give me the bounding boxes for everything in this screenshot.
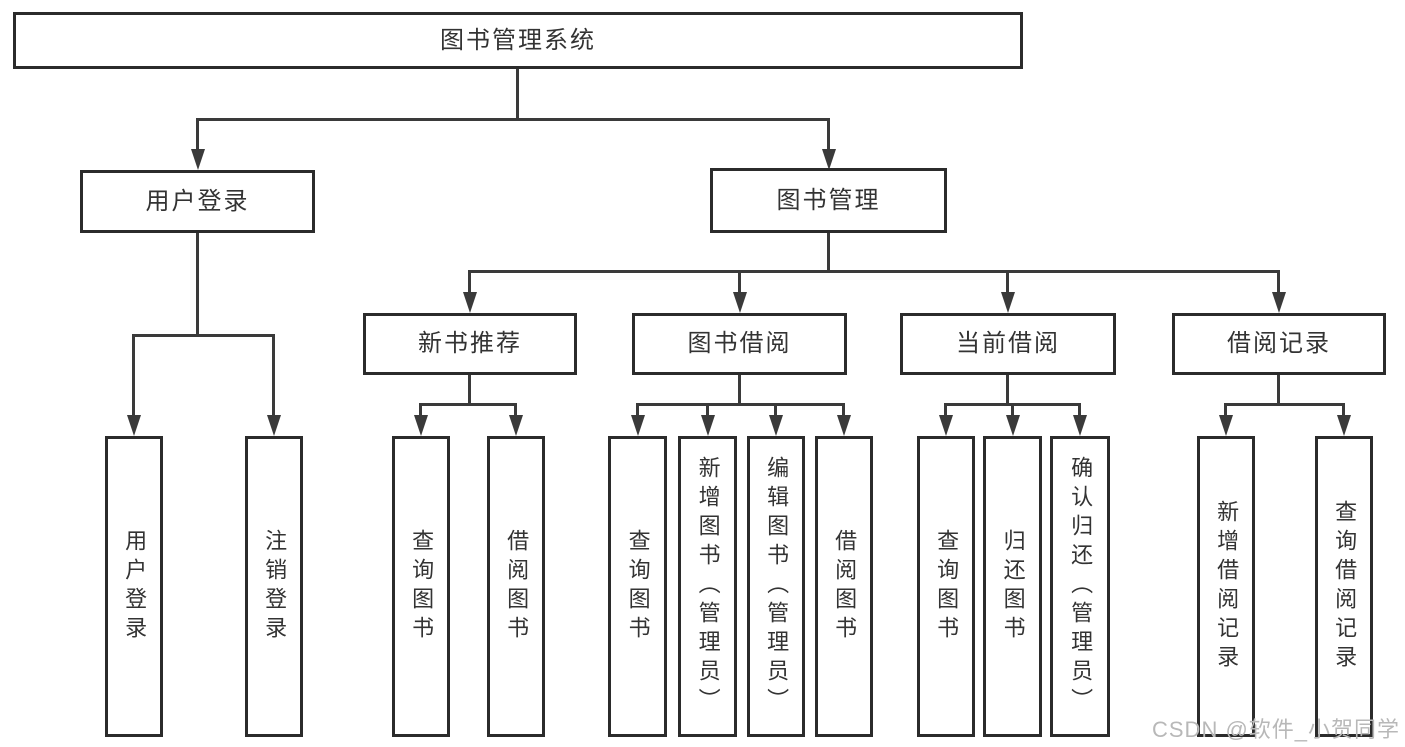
node-label: 图书管理系统 [440, 26, 596, 54]
connector-arrow-leaf [1342, 403, 1345, 415]
node-book-borrowing: 图书借阅 [632, 313, 847, 375]
node-label: 查询图书 [625, 528, 651, 645]
node-label: 编辑图书（管理员） [764, 456, 790, 717]
node-label: 新书推荐 [418, 330, 522, 357]
connector-rail-level2 [196, 118, 830, 121]
connector-stem-current-borrowing [1006, 374, 1009, 406]
connector-arrow-to-user-login [196, 118, 199, 149]
node-label: 当前借阅 [956, 330, 1060, 357]
connector-arrow-leaf [706, 403, 709, 415]
leaf-confirm-return-admin: 确认归还（管理员） [1050, 436, 1110, 737]
node-label: 借阅图书 [832, 528, 858, 645]
connector-arrow-to-book-management [827, 118, 830, 149]
leaf-edit-books-admin: 编辑图书（管理员） [747, 436, 805, 737]
connector-stem-root [516, 68, 519, 121]
node-label: 新增借阅记录 [1214, 499, 1240, 674]
node-label: 查询图书 [409, 528, 435, 645]
leaf-search-borrow-record: 查询借阅记录 [1315, 436, 1373, 737]
connector-stem-borrowing-records [1277, 374, 1280, 406]
connector-arrow-leaf [1011, 403, 1014, 415]
leaf-add-books-admin: 新增图书（管理员） [678, 436, 737, 737]
connector-arrow-to-book-borrowing [738, 270, 741, 292]
node-user-login: 用户登录 [80, 170, 315, 233]
leaf-search-books-borrowing: 查询图书 [608, 436, 667, 737]
node-label: 借阅图书 [504, 528, 530, 645]
leaf-add-borrow-record: 新增借阅记录 [1197, 436, 1255, 737]
connector-stem-book-management [827, 232, 830, 273]
node-label: 用户登录 [145, 187, 250, 215]
connector-rail-borrowing-records [1224, 403, 1345, 406]
node-label: 查询借阅记录 [1332, 499, 1358, 674]
node-label: 新增图书（管理员） [695, 456, 721, 717]
connector-arrow-to-leaf-logout [272, 334, 275, 415]
connector-arrow-leaf [514, 403, 517, 415]
connector-rail-new-book-recommendation [419, 403, 517, 406]
leaf-search-books-recommend: 查询图书 [392, 436, 450, 737]
node-book-management: 图书管理 [710, 168, 947, 233]
node-borrowing-records: 借阅记录 [1172, 313, 1386, 375]
connector-arrow-leaf [944, 403, 947, 415]
connector-arrow-to-new-book-recommendation [468, 270, 471, 292]
leaf-borrow-books-recommend: 借阅图书 [487, 436, 545, 737]
node-new-book-recommendation: 新书推荐 [363, 313, 577, 375]
node-library-management-system: 图书管理系统 [13, 12, 1023, 69]
node-label: 用户登录 [122, 528, 148, 645]
connector-stem-book-borrowing [738, 374, 741, 406]
connector-arrow-to-borrowing-records [1277, 270, 1280, 292]
leaf-logout: 注销登录 [245, 436, 303, 737]
node-label: 图书管理 [776, 186, 881, 214]
connector-arrow-leaf [774, 403, 777, 415]
connector-arrow-to-leaf-user-login [132, 334, 135, 415]
node-label: 归还图书 [1000, 528, 1026, 645]
leaf-search-books-current: 查询图书 [917, 436, 975, 737]
connector-arrow-leaf [636, 403, 639, 415]
leaf-user-login: 用户登录 [105, 436, 163, 737]
connector-arrow-leaf [1078, 403, 1081, 415]
connector-stem-user-login [196, 232, 199, 337]
node-label: 图书借阅 [687, 330, 792, 357]
connector-arrow-leaf [842, 403, 845, 415]
csdn-watermark: CSDN @软件_小贺同学 [1152, 717, 1401, 742]
leaf-borrow-books: 借阅图书 [815, 436, 873, 737]
node-label: 借阅记录 [1227, 330, 1331, 357]
connector-rail-level3 [468, 270, 1280, 273]
node-current-borrowing: 当前借阅 [900, 313, 1116, 375]
connector-stem-new-book-recommendation [468, 374, 471, 406]
node-label: 注销登录 [262, 528, 288, 645]
connector-arrow-leaf [419, 403, 422, 415]
leaf-return-books: 归还图书 [983, 436, 1042, 737]
connector-rail-book-borrowing [636, 403, 845, 406]
connector-arrow-to-current-borrowing [1006, 270, 1009, 292]
connector-rail-user-login [132, 334, 275, 337]
node-label: 查询图书 [934, 528, 960, 645]
node-label: 确认归还（管理员） [1068, 456, 1094, 717]
connector-arrow-leaf [1224, 403, 1227, 415]
